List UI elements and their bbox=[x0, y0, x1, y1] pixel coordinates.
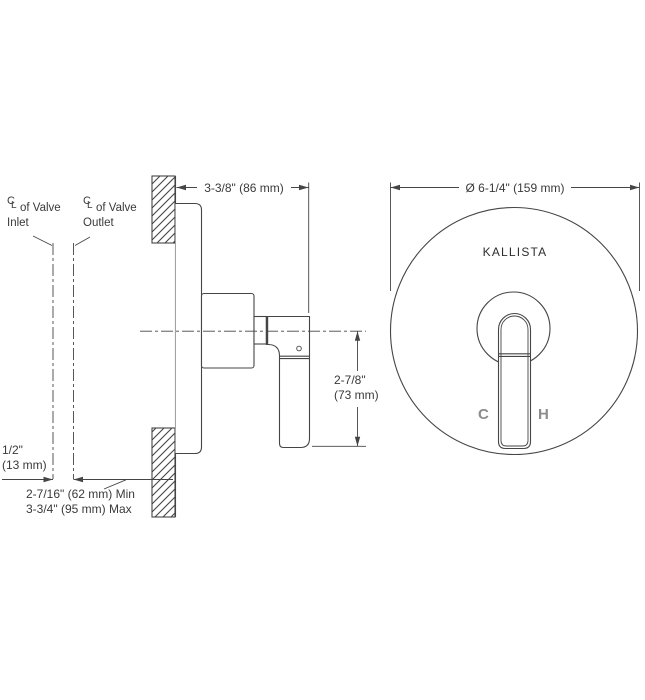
arrow-drop-bottom bbox=[354, 436, 361, 447]
centerlines bbox=[52, 243, 366, 479]
cold-indicator-label: C bbox=[478, 406, 489, 423]
arrow-offset-right bbox=[43, 476, 53, 483]
hot-indicator-label: H bbox=[538, 406, 549, 423]
dim-drop-label: 2-7/8" (73 mm) bbox=[334, 373, 379, 402]
arrow-diameter-left bbox=[390, 184, 400, 191]
dim-offset-label: 1/2" (13 mm) bbox=[2, 443, 47, 472]
inlet-callout-leader bbox=[32, 235, 53, 246]
brand-logo-text: KALLISTA bbox=[482, 245, 548, 259]
arrow-projection-right bbox=[299, 184, 309, 191]
arrow-projection-left bbox=[176, 184, 186, 191]
wall-hatch-top bbox=[151, 175, 176, 244]
dim-depth-leader bbox=[103, 479, 127, 490]
handle-lever-profile bbox=[265, 315, 311, 449]
handle-front-inner-line bbox=[500, 315, 529, 447]
arrow-diameter-right bbox=[630, 184, 640, 191]
handle-front-outline bbox=[497, 312, 532, 450]
arrow-depth-left bbox=[73, 476, 83, 483]
handle-stem bbox=[253, 315, 268, 345]
outlet-callout-word: Outlet bbox=[83, 217, 114, 229]
inlet-callout-word: Inlet bbox=[7, 217, 29, 229]
dim-depth-label: 2-7/16" (62 mm) Min 3-3/4" (95 mm) Max bbox=[26, 487, 135, 516]
trim-plate-profile bbox=[175, 202, 203, 455]
set-screw bbox=[296, 345, 302, 352]
arrow-drop-top bbox=[354, 331, 361, 341]
wall-hatch-bottom bbox=[151, 427, 176, 518]
inlet-callout-text: of Valve bbox=[20, 202, 61, 214]
dimension-arrows bbox=[43, 184, 640, 483]
dim-diameter-label: Ø 6-1/4" (159 mm) bbox=[465, 181, 565, 195]
front-view-drawing bbox=[389, 206, 639, 456]
side-view-drawing bbox=[151, 175, 311, 518]
dim-projection-label: 3-3/8" (86 mm) bbox=[204, 181, 284, 195]
outlet-callout-text: of Valve bbox=[96, 202, 137, 214]
outlet-callout-leader bbox=[74, 236, 91, 246]
